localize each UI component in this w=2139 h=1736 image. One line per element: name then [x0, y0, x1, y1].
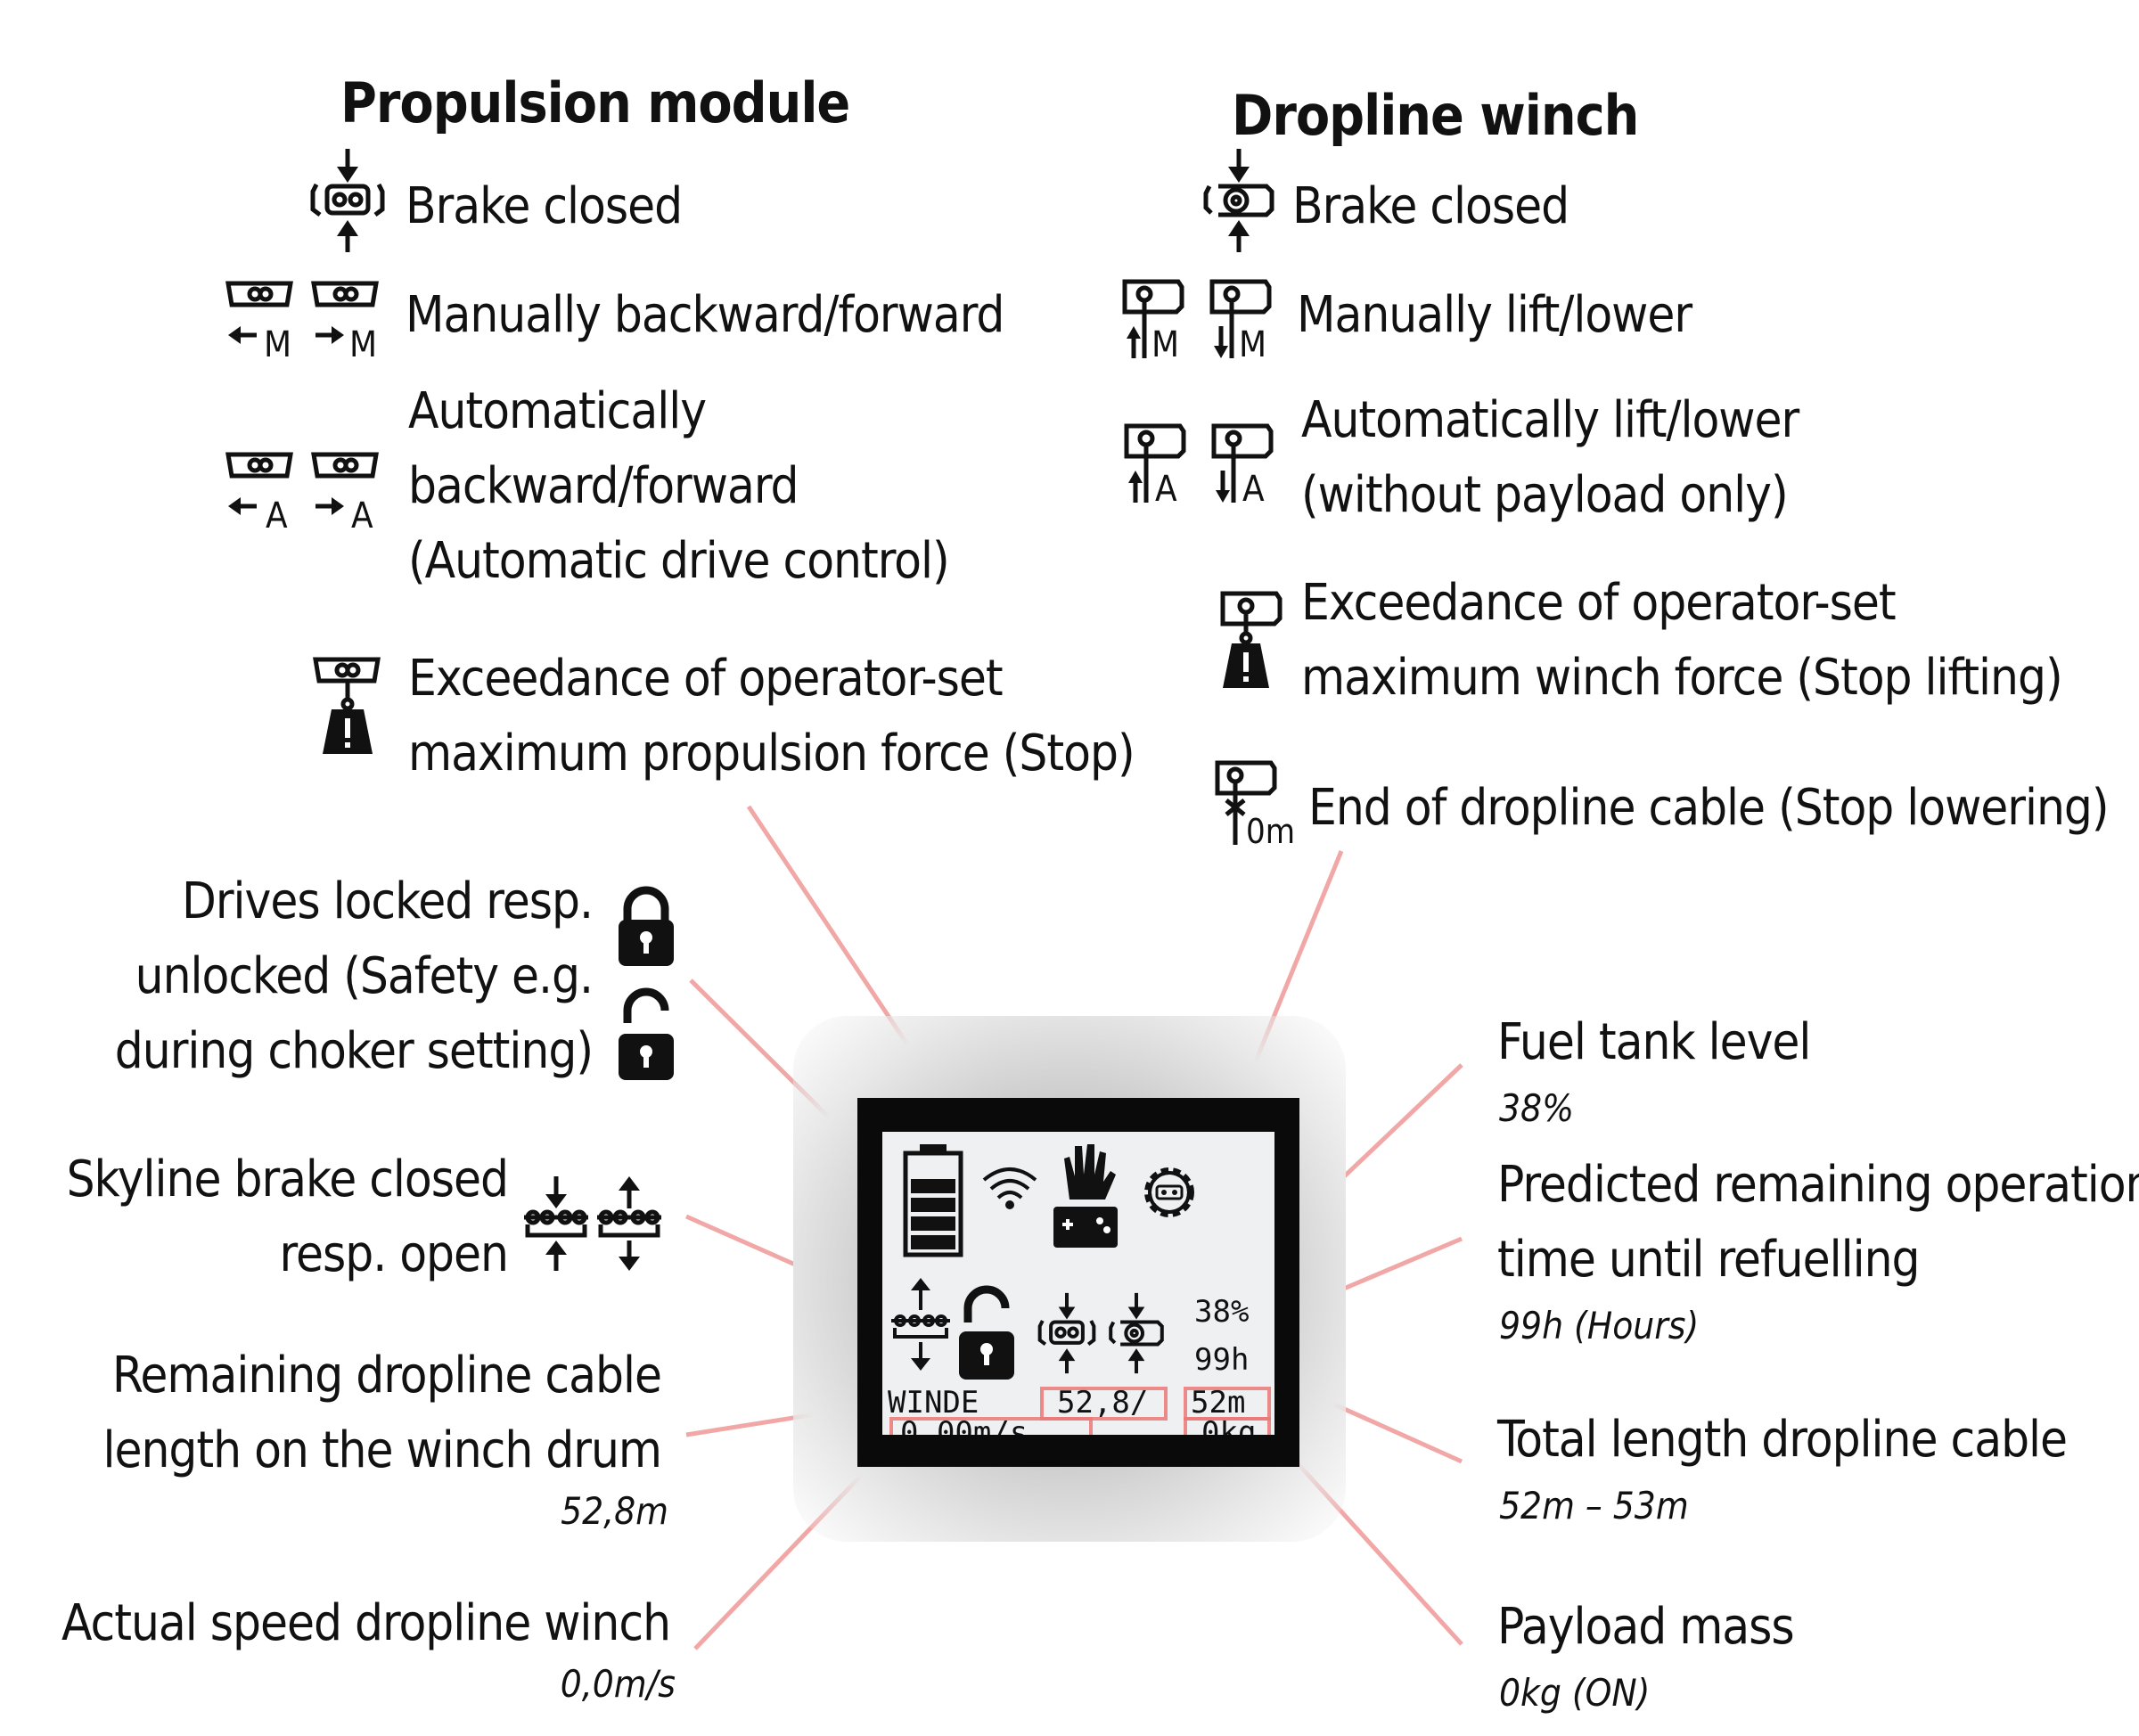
drives-line2: unlocked (Safety e.g. — [135, 947, 594, 1005]
battery-bar — [911, 1198, 955, 1212]
screen-lock-open-icon — [959, 1285, 1014, 1380]
display-screen: 38% 99h WINDE 52,8/ 52m 0.00m/s 0kg — [882, 1132, 1274, 1435]
svg-text:A: A — [1155, 469, 1177, 510]
wifi-icon — [979, 1157, 1041, 1209]
propulsion-title: Propulsion module — [340, 70, 850, 135]
propulsion-auto-line3: (Automatic drive control) — [408, 532, 950, 590]
payload-value: 0kg (ON) — [1499, 1671, 1651, 1715]
propulsion-exceed-line1: Exceedance of operator-set — [408, 650, 1004, 708]
svg-text:A: A — [1242, 469, 1265, 510]
highlight-payload — [1184, 1417, 1271, 1435]
winch-auto-lift-icon: A — [1123, 422, 1194, 510]
speed-line1: Actual speed dropline winch — [61, 1594, 671, 1652]
remaining-line1: Remaining dropline cable — [111, 1347, 662, 1404]
drives-line3: during choker setting) — [114, 1022, 594, 1080]
propulsion-auto-line2: backward/forward — [408, 457, 799, 515]
total-length-value: 52m – 53m — [1499, 1484, 1689, 1527]
winch-brake-closed-text: Brake closed — [1292, 177, 1569, 235]
svg-text:M: M — [264, 324, 291, 365]
remaining-line2: length on the winch drum — [102, 1421, 662, 1479]
winch-brake-closed-icon — [1199, 147, 1279, 254]
gear-drive-icon — [1137, 1160, 1201, 1224]
screen-propulsion-brake-icon — [1036, 1289, 1098, 1378]
propulsion-brake-closed-icon — [307, 147, 388, 254]
highlight-speed — [889, 1417, 1093, 1435]
battery-bar — [911, 1216, 955, 1231]
lock-closed-icon — [619, 886, 674, 966]
winch-manual-lift-icon: M — [1121, 278, 1192, 365]
propulsion-manual-text: Manually backward/forward — [406, 286, 1004, 344]
lcd-fuel-pct: 38% — [1194, 1294, 1250, 1330]
winch-auto-lower-icon: A — [1210, 422, 1282, 510]
skyline-line2: resp. open — [279, 1225, 509, 1283]
remaining-value: 52,8m — [561, 1489, 668, 1533]
skyline-brake-closed-icon — [520, 1175, 592, 1273]
lcd-total-length: 52m — [1191, 1385, 1246, 1421]
speed-value: 0,0m/s — [560, 1662, 676, 1706]
lcd-winde-label: WINDE — [888, 1385, 979, 1421]
winch-end-cable-icon: 0m — [1214, 759, 1295, 851]
predicted-line2: time until refuelling — [1497, 1231, 1921, 1289]
battery-bar — [911, 1179, 955, 1193]
winch-exceed-line1: Exceedance of operator-set — [1301, 574, 1897, 632]
winch-auto-line1: Automatically lift/lower — [1301, 391, 1799, 449]
propulsion-brake-closed-text: Brake closed — [406, 177, 683, 235]
propulsion-manual-forward-icon: M — [310, 278, 381, 365]
winch-force-warning-icon — [1219, 590, 1291, 688]
propulsion-auto-line1: Automatically — [408, 382, 707, 440]
screen-winch-brake-icon — [1105, 1289, 1168, 1378]
skyline-line1: Skyline brake closed — [66, 1151, 509, 1208]
winch-manual-text: Manually lift/lower — [1297, 286, 1692, 344]
hand-remote-icon — [1053, 1144, 1118, 1248]
winch-title: Dropline winch — [1232, 83, 1639, 148]
svg-text:0m: 0m — [1246, 812, 1295, 851]
highlight-total-length — [1184, 1387, 1271, 1421]
propulsion-force-warning-icon — [312, 654, 383, 754]
propulsion-auto-backward-icon: A — [225, 449, 296, 536]
lcd-hours: 99h — [1194, 1342, 1250, 1378]
drives-line1: Drives locked resp. — [182, 872, 594, 930]
lock-open-icon — [619, 987, 674, 1080]
screen-skyline-icon — [889, 1278, 952, 1371]
propulsion-auto-forward-icon: A — [310, 449, 381, 536]
svg-text:A: A — [266, 495, 288, 536]
svg-text:M: M — [349, 324, 377, 365]
fuel-title: Fuel tank level — [1497, 1013, 1811, 1071]
battery-bar — [911, 1235, 955, 1249]
winch-exceed-line2: maximum winch force (Stop lifting) — [1301, 649, 2063, 707]
fuel-value: 38% — [1499, 1086, 1574, 1130]
total-length-title: Total length dropline cable — [1497, 1411, 2068, 1469]
propulsion-exceed-line2: maximum propulsion force (Stop) — [408, 725, 1135, 782]
highlight-winde-value — [1040, 1387, 1168, 1421]
svg-text:M: M — [1239, 324, 1266, 365]
battery-icon — [902, 1144, 964, 1258]
svg-text:M: M — [1151, 324, 1179, 365]
skyline-brake-open-icon — [594, 1176, 665, 1271]
lcd-winde-value: 52,8/ — [1057, 1385, 1149, 1421]
winch-end-cable-text: End of dropline cable (Stop lowering) — [1308, 779, 2110, 837]
svg-text:A: A — [351, 495, 373, 536]
payload-title: Payload mass — [1497, 1598, 1795, 1656]
winch-auto-line2: (without payload only) — [1301, 466, 1789, 524]
predicted-line1: Predicted remaining operation — [1497, 1156, 2139, 1214]
predicted-value: 99h (Hours) — [1499, 1304, 1700, 1347]
propulsion-manual-backward-icon: M — [225, 278, 296, 365]
winch-manual-lower-icon: M — [1209, 278, 1280, 365]
